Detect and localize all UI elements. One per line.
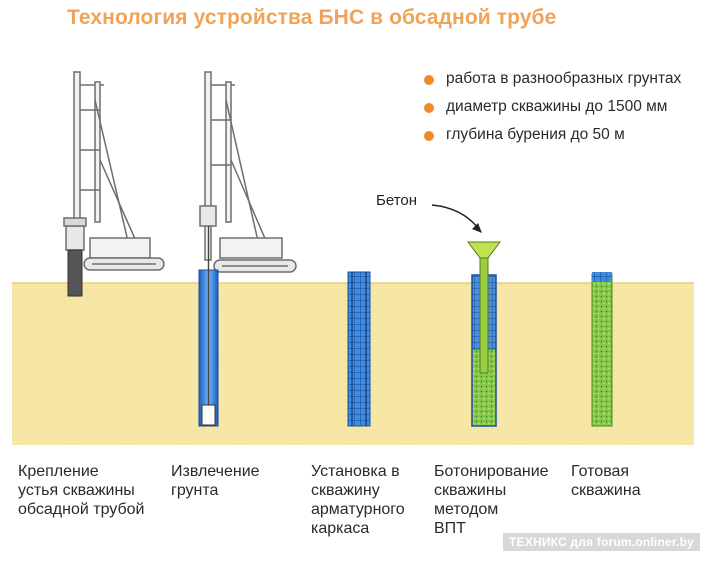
step-label-4: Ботонирование скважины методом ВПТ xyxy=(434,463,549,537)
feature-text: работа в разнообразных грунтах xyxy=(446,70,682,87)
watermark: ТЕХНИКС для forum.onliner.by xyxy=(503,533,700,551)
callout-arrow-icon xyxy=(431,204,479,229)
bullet-icon xyxy=(424,131,434,141)
tremie-pipe xyxy=(479,257,489,374)
step-label-2: Извлечение грунта xyxy=(171,463,260,499)
casing-pipe xyxy=(67,249,83,297)
funnel-icon xyxy=(467,241,501,259)
bullet-icon xyxy=(424,103,434,113)
drilling-rig-1 xyxy=(63,71,165,271)
bullet-icon xyxy=(424,75,434,85)
reinforcement-cage xyxy=(347,271,371,427)
drilling-rig-2 xyxy=(199,71,297,273)
arrow-head-icon xyxy=(472,223,482,233)
cage-top xyxy=(592,272,612,282)
feature-text: диаметр скважины до 1500 мм xyxy=(446,98,668,115)
concrete-callout-label: Бетон xyxy=(376,192,418,209)
step-label-3: Установка в скважину арматурного каркаса xyxy=(311,463,405,537)
finished-pile xyxy=(591,273,613,427)
step-label-5: Готовая скважина xyxy=(571,463,641,499)
feature-text: глубина бурения до 50 м xyxy=(446,126,625,143)
step-label-1: Крепление устья скважины обсадной трубой xyxy=(18,463,145,518)
drilling-bucket xyxy=(201,404,216,426)
diagram-title: Технология устройства БНС в обсадной тру… xyxy=(67,6,557,29)
